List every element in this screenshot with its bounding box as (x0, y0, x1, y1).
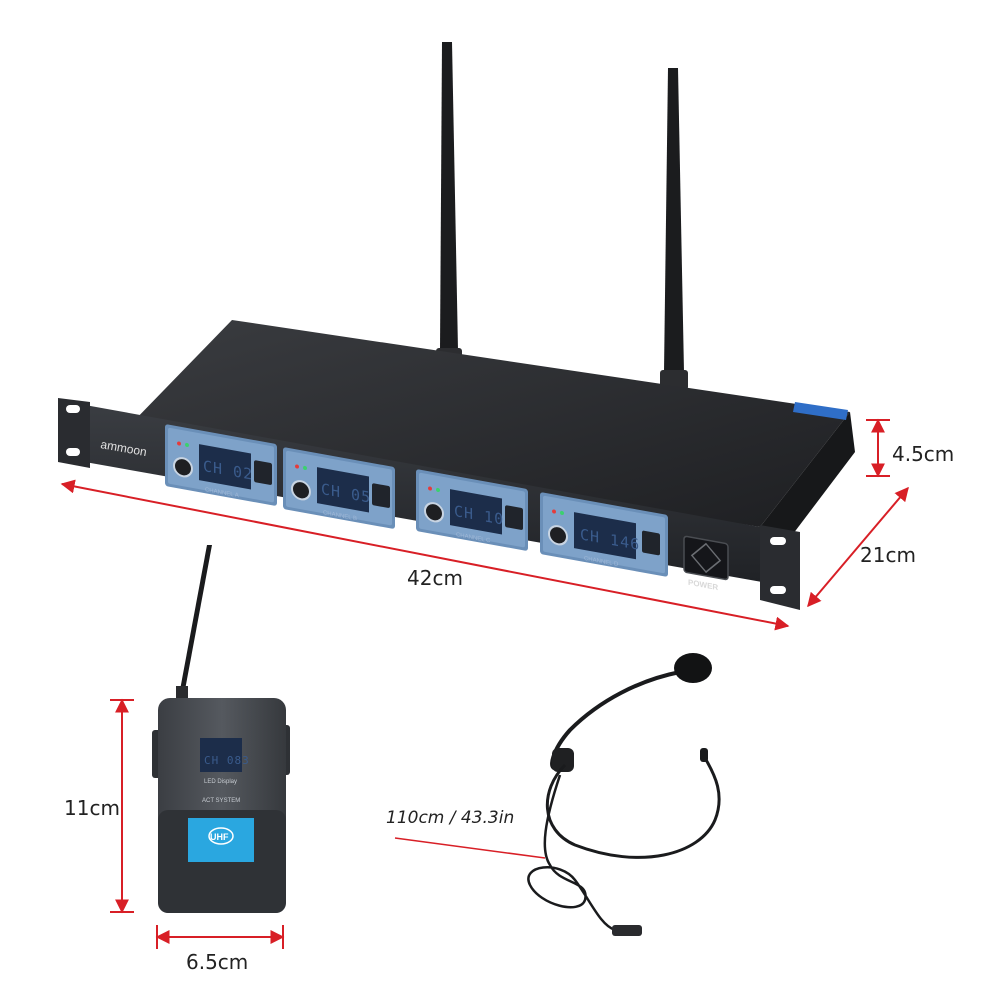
power-button[interactable]: POWER (683, 535, 729, 594)
headset-cable (527, 774, 616, 932)
svg-text:ACT SYSTEM: ACT SYSTEM (202, 798, 240, 804)
pack-height-label: 11cm (64, 796, 120, 820)
mic-foam (674, 653, 712, 683)
lcd-a (199, 444, 251, 490)
uhf-label (188, 818, 254, 862)
channel-buttons-c[interactable] (505, 505, 523, 530)
antenna-right (660, 68, 688, 390)
svg-text:POWER: POWER (688, 578, 718, 592)
receiver-top-panel (130, 320, 850, 527)
svg-text:LED Display: LED Display (204, 779, 237, 785)
bodypack-lcd (200, 738, 242, 772)
volume-knob-a[interactable] (173, 457, 193, 478)
headset-band (545, 757, 721, 859)
height-label: 4.5cm (892, 442, 955, 466)
antenna-left (436, 42, 462, 368)
width-label: 42cm (407, 566, 463, 590)
channel-buttons-a[interactable] (254, 460, 272, 485)
rack-ear-left (58, 398, 90, 468)
pack-width-label: 6.5cm (186, 950, 249, 974)
width-arrow (60, 479, 790, 631)
channel-buttons-b[interactable] (372, 483, 390, 508)
bodypack-transmitter: CH 083 LED Display ACT SYSTEM UHF (152, 545, 290, 913)
depth-arrow (807, 486, 909, 608)
bodypack-lcd-text: CH 083 (204, 754, 250, 767)
cable-leader-line (394, 837, 546, 859)
svg-text:UHF: UHF (210, 832, 229, 842)
uhf-sticker (793, 402, 848, 420)
bodypack-antenna (180, 545, 212, 690)
channel-buttons-d[interactable] (642, 530, 660, 556)
cable-length-label: 110cm / 43.3in (386, 808, 515, 828)
mini-xlr-plug (612, 925, 642, 936)
headset-microphone (527, 653, 721, 936)
depth-label: 21cm (860, 543, 916, 567)
